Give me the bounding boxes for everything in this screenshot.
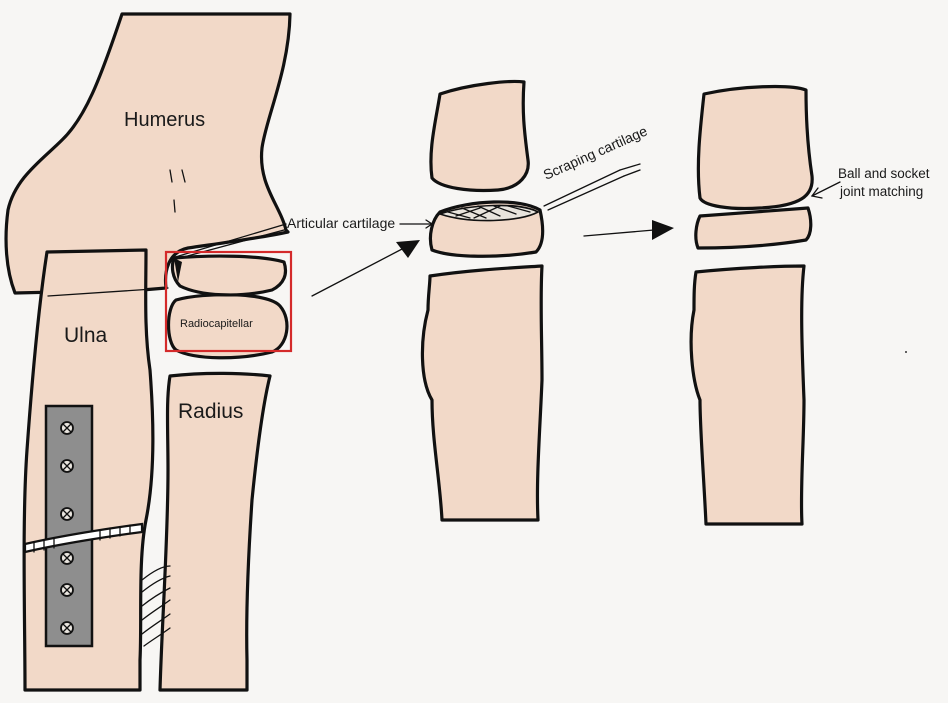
stray-dot — [905, 351, 907, 353]
joint-line — [47, 287, 169, 297]
radius-label: Radius — [178, 400, 243, 423]
dash-marks — [169, 169, 186, 213]
scrape-marks — [447, 205, 531, 219]
middle-lower-bone — [420, 264, 544, 522]
middle-panel: Articular cartilage Scraping cartilage — [287, 79, 650, 522]
interosseous-hatch — [141, 565, 171, 647]
screw-crosses — [62, 423, 72, 633]
middle-upper-bone — [429, 79, 530, 193]
ball-socket-label-line2: joint matching — [839, 184, 923, 199]
cartilage-slit-line-2 — [179, 229, 285, 259]
arrow-1 — [311, 240, 420, 297]
right-lower-bone — [689, 264, 806, 526]
scraper-blade-edge — [547, 175, 625, 211]
right-panel: Ball and socket joint matching — [689, 84, 930, 526]
radiocapitellar-label: Radiocapitellar — [180, 318, 253, 330]
slit-mark — [174, 258, 182, 282]
pointer-arrowhead-icon — [425, 219, 434, 229]
arrow-2 — [583, 220, 674, 240]
right-middle-disc — [694, 206, 813, 250]
ulna-label: Ulna — [64, 324, 108, 347]
elbow-panel: Humerus Ulna Radius Radiocapitellar — [4, 12, 293, 692]
humerus-bone — [4, 12, 292, 295]
scraping-cartilage-label: Scraping cartilage — [541, 122, 650, 182]
scraper-blade — [543, 169, 621, 207]
articular-cartilage-label: Articular cartilage — [287, 215, 395, 231]
scraper-handle — [619, 163, 641, 177]
arrowhead-icon — [396, 240, 420, 258]
capitellum — [170, 254, 288, 297]
joint-pointer-arrowhead-icon — [810, 187, 823, 199]
bone-plate — [44, 404, 94, 648]
arrowhead-icon — [652, 220, 674, 240]
right-upper-bone — [696, 84, 814, 211]
humerus-label: Humerus — [124, 109, 205, 131]
ball-socket-label-line1: Ball and socket — [838, 166, 930, 181]
joint-pointer — [811, 181, 841, 197]
radius-bone — [158, 371, 272, 692]
highlight-box — [164, 250, 293, 353]
osteotomy-hatch — [33, 524, 131, 553]
